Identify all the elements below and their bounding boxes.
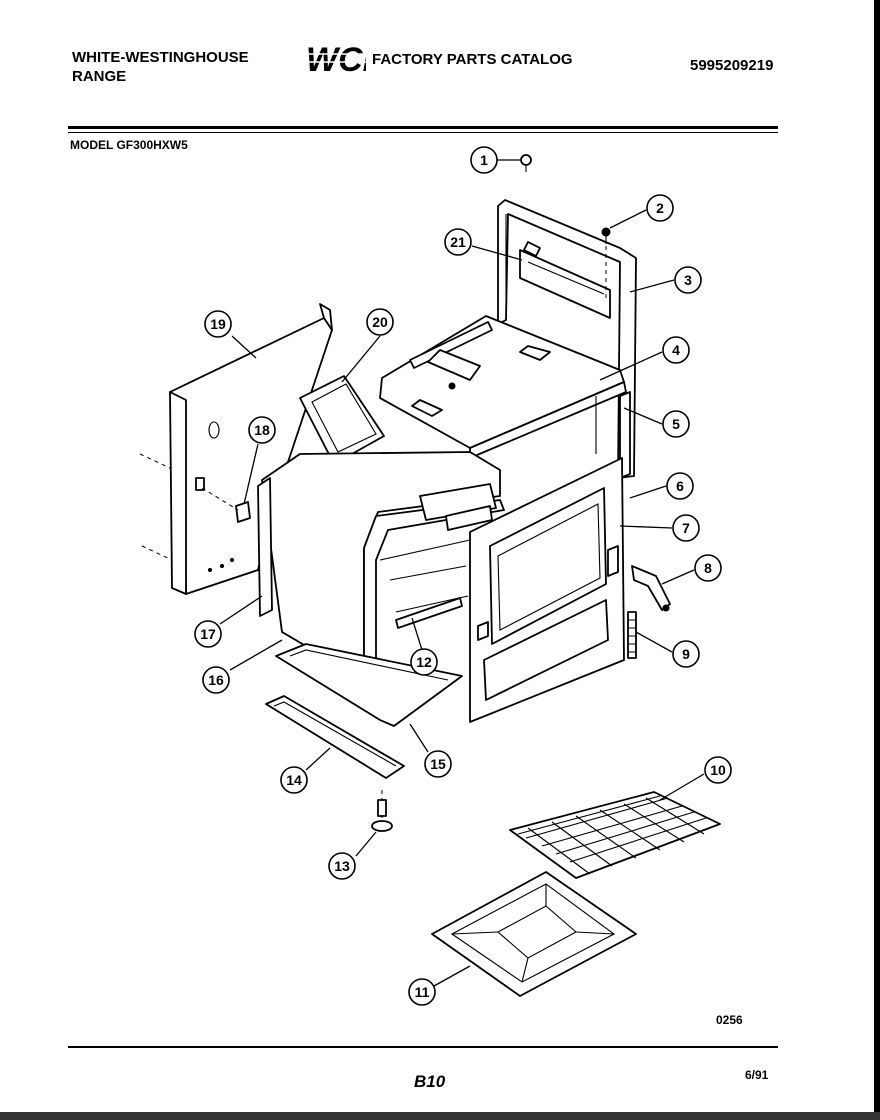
scan-edge-bottom (0, 1112, 880, 1120)
callout-1: 1 (470, 146, 498, 174)
part-17-gasket (257, 477, 273, 617)
drawing-code: 0256 (716, 1013, 743, 1027)
callout-14: 14 (280, 766, 308, 794)
page-number: B10 (414, 1072, 446, 1091)
svg-text:2: 2 (656, 200, 664, 216)
callout-3: 3 (674, 266, 702, 294)
callout-4: 4 (662, 336, 690, 364)
part-1-screw (520, 154, 532, 172)
svg-text:10: 10 (710, 762, 726, 778)
svg-text:20: 20 (372, 314, 388, 330)
svg-text:6: 6 (676, 478, 684, 494)
svg-text:9: 9 (682, 646, 690, 662)
catalog-header: WCI FACTORY PARTS CATALOG (304, 42, 573, 76)
callout-18: 18 (248, 416, 276, 444)
callout-13: 13 (328, 852, 356, 880)
wci-logo-text: WCI (306, 42, 366, 76)
svg-text:14: 14 (286, 772, 302, 788)
svg-text:12: 12 (416, 654, 432, 670)
callout-8: 8 (694, 554, 722, 582)
svg-text:19: 19 (210, 316, 226, 332)
callout-6: 6 (666, 472, 694, 500)
callout-7: 7 (672, 514, 700, 542)
svg-text:3: 3 (684, 272, 692, 288)
part-20-vent-duct (299, 375, 385, 465)
svg-text:8: 8 (704, 560, 712, 576)
part-15-bottom-tray (275, 643, 463, 727)
part-10-oven-rack (509, 791, 721, 879)
callout-16: 16 (202, 666, 230, 694)
svg-text:7: 7 (682, 520, 690, 536)
svg-text:15: 15 (430, 756, 446, 772)
part-6-side-rail (619, 391, 631, 479)
catalog-title: FACTORY PARTS CATALOG (372, 50, 573, 68)
svg-text:1: 1 (480, 152, 488, 168)
part-12-rack-support (395, 597, 463, 629)
callout-10: 10 (704, 756, 732, 784)
callout-19: 19 (204, 310, 232, 338)
part-11-broiler-pan (431, 871, 637, 997)
callout-12: 12 (410, 648, 438, 676)
part-13-leg-leveler (371, 790, 393, 832)
svg-text:5: 5 (672, 416, 680, 432)
callout-11: 11 (408, 978, 436, 1006)
part-9-hinge-spring (627, 611, 637, 659)
footer-rule (68, 1046, 778, 1048)
part-8-hinge (631, 565, 671, 612)
leader-lines (219, 159, 705, 987)
part-18-clip (235, 501, 251, 523)
part-21-bracket (519, 241, 611, 319)
catalog-number: 5995209219 (690, 57, 774, 74)
callout-21: 21 (444, 228, 472, 256)
part-14-kick-panel (265, 695, 405, 779)
brand-line-1: WHITE-WESTINGHOUSE (72, 49, 249, 66)
svg-text:13: 13 (334, 858, 350, 874)
callout-5: 5 (662, 410, 690, 438)
brand-line-2: RANGE (72, 68, 127, 85)
svg-text:11: 11 (415, 984, 430, 1000)
svg-text:21: 21 (450, 234, 466, 250)
callout-2: 2 (646, 194, 674, 222)
svg-text:18: 18 (254, 422, 270, 438)
wci-logo: WCI (304, 42, 366, 76)
catalog-date: 6/91 (745, 1068, 769, 1082)
model-label: MODEL GF300HXW5 (70, 138, 188, 152)
part-7-front-frame (469, 457, 625, 723)
brand-name: WHITE-WESTINGHOUSE RANGE (72, 48, 249, 86)
svg-text:4: 4 (672, 342, 680, 358)
callout-9: 9 (672, 640, 700, 668)
callout-15: 15 (424, 750, 452, 778)
header-rule-thin (68, 132, 778, 133)
scan-edge-right (874, 0, 880, 1120)
part-2-screw (601, 227, 611, 244)
header-rule (68, 126, 778, 129)
svg-text:16: 16 (208, 672, 224, 688)
part-4-top-plate (379, 315, 625, 449)
callout-17: 17 (194, 620, 222, 648)
svg-text:17: 17 (200, 626, 216, 642)
callout-20: 20 (366, 308, 394, 336)
